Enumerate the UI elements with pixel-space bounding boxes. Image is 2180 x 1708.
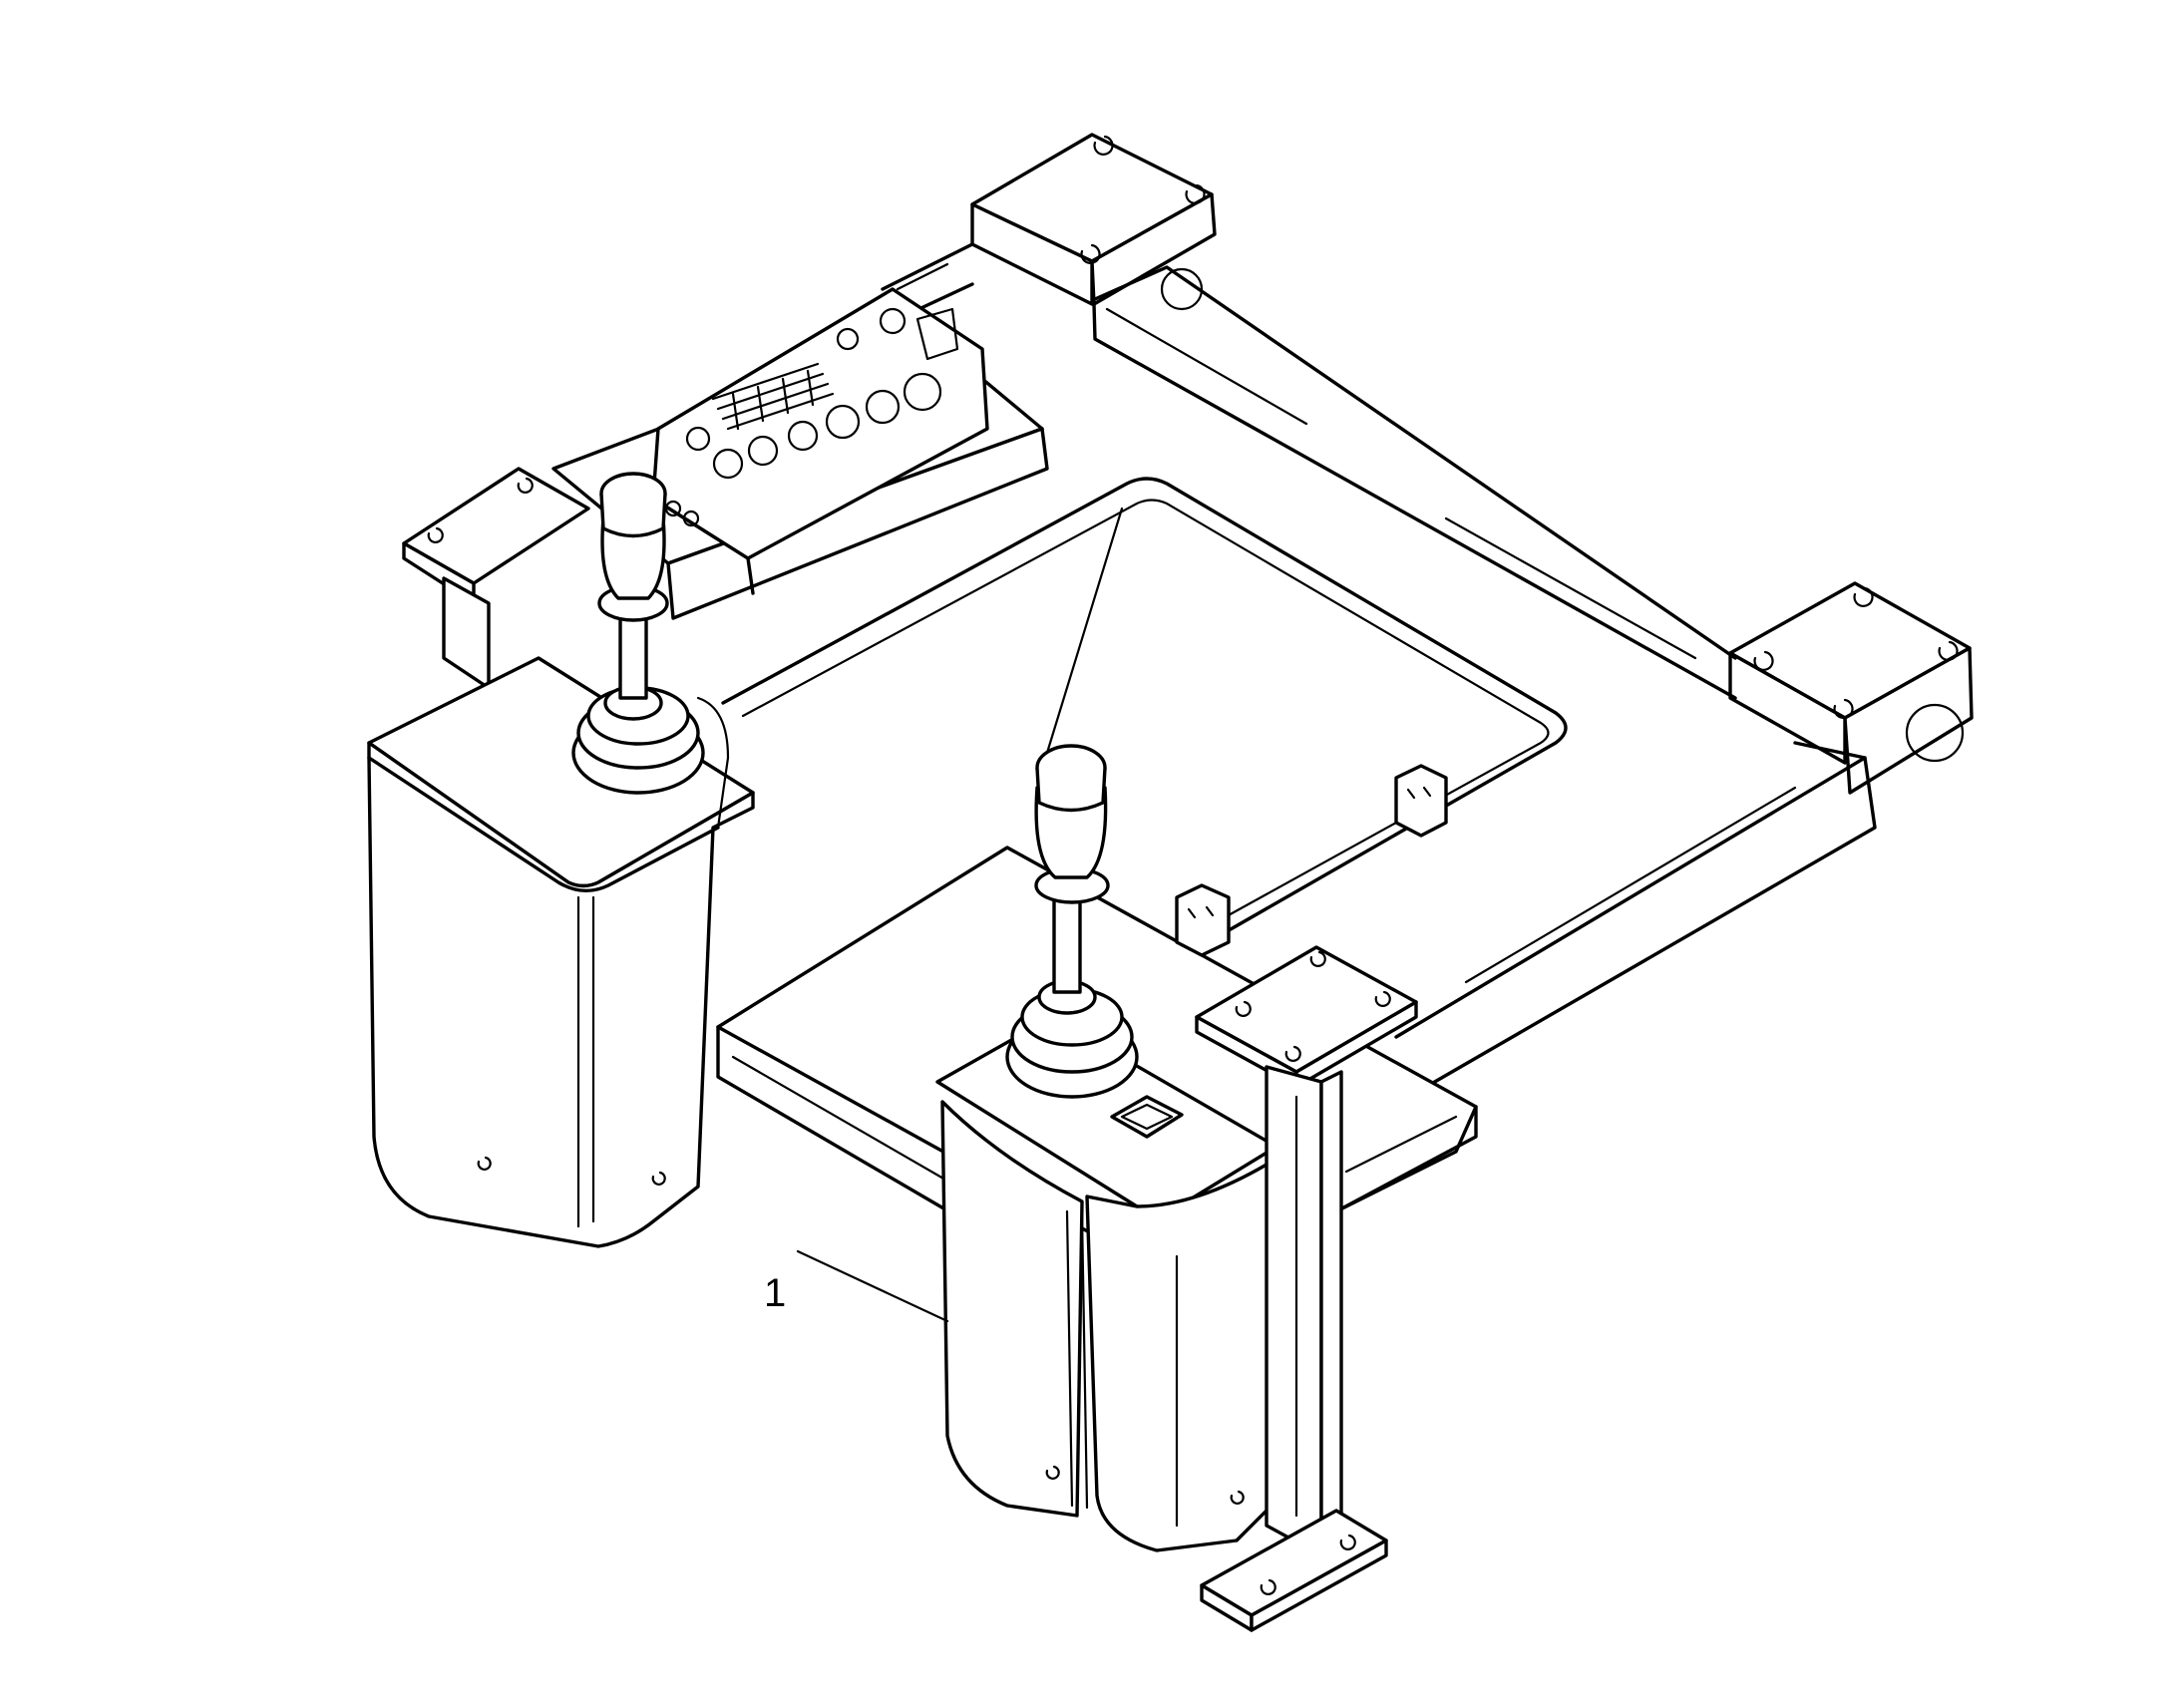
seat-bracket-left bbox=[1175, 883, 1231, 957]
front-right-support-post bbox=[1195, 945, 1418, 1632]
frame-right-rail bbox=[1394, 741, 1877, 1089]
seat-frame-outline bbox=[721, 477, 1568, 939]
right-joystick bbox=[1005, 744, 1139, 1099]
frame-corner-block-top bbox=[970, 133, 1217, 311]
frame-rear-rail bbox=[1092, 265, 1737, 700]
left-joystick-console bbox=[367, 656, 755, 1248]
seat-bracket-right bbox=[1394, 764, 1448, 838]
left-armrest-top-plate bbox=[402, 467, 590, 690]
control-panel-box bbox=[551, 287, 1049, 620]
left-joystick bbox=[571, 472, 705, 795]
frame-corner-block-right bbox=[1728, 581, 1974, 795]
callout-label-1: 1 bbox=[764, 1271, 786, 1315]
callout-1-leader-line bbox=[796, 507, 1124, 1323]
